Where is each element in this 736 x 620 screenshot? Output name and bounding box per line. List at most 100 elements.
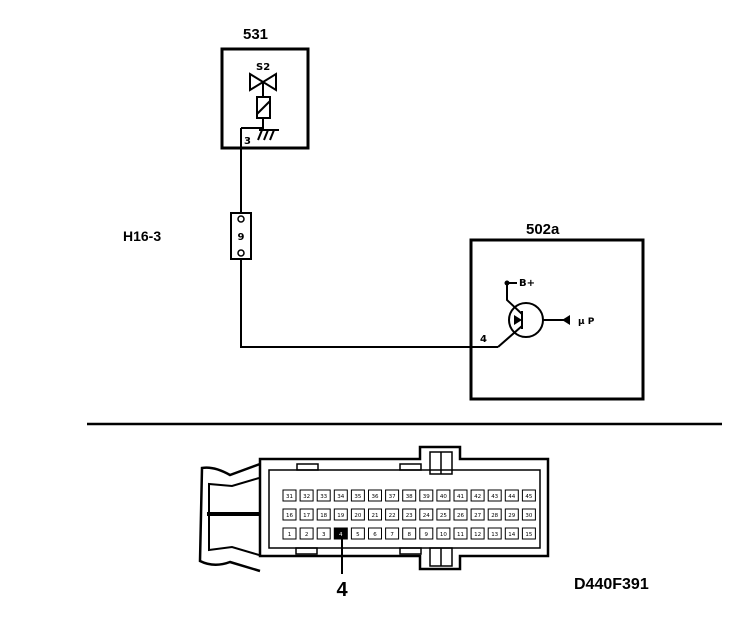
- connector-pin-38: 38: [402, 489, 417, 502]
- connector-pin-label: 36: [372, 494, 379, 500]
- ground-symbol-icon: [257, 129, 279, 141]
- module-502a-label: 502a: [526, 221, 560, 238]
- valve-symbol-icon: [249, 72, 277, 119]
- connector-pin-34: 34: [333, 489, 348, 502]
- connector-pin-label: 39: [423, 494, 430, 500]
- connector-pin-28: 28: [487, 508, 502, 521]
- connector-pin-39: 39: [419, 489, 434, 502]
- connector-pin-10: 10: [436, 527, 451, 540]
- transistor-emitter-arrow: [514, 315, 522, 325]
- connector-pin-label: 12: [474, 532, 481, 538]
- connector-pin-label: 8: [407, 532, 411, 538]
- connector-pin-36: 36: [368, 489, 382, 502]
- connector-pin-8: 8: [402, 527, 417, 540]
- connector-pin-label: 43: [491, 494, 498, 500]
- connector-pin-label: 11: [457, 532, 464, 538]
- connector-pin-21: 21: [368, 508, 382, 521]
- figure-code: D440F391: [574, 576, 649, 593]
- connector-pin-32: 32: [299, 489, 314, 502]
- connector-pin-label: 10: [440, 532, 447, 538]
- connector-pin-31: 31: [282, 489, 297, 502]
- connector-pin-label: 9: [425, 532, 429, 538]
- connector-pin-17: 17: [299, 508, 314, 521]
- connector-pin-41: 41: [453, 489, 468, 502]
- connector-pin-label: 26: [457, 513, 464, 519]
- connector-pin-label: 45: [525, 494, 532, 500]
- connector-pin-15: 15: [521, 527, 536, 540]
- connector-pin-14: 14: [504, 527, 519, 540]
- connector-pin-label: 3: [322, 532, 326, 538]
- connector-pin-label: 35: [354, 494, 361, 500]
- connector-pin-13: 13: [487, 527, 502, 540]
- connector-h16-bottom-pin: [237, 249, 245, 257]
- connector-pin-20: 20: [350, 508, 365, 521]
- connector-pin-label: 41: [457, 494, 464, 500]
- connector-pin-label: 23: [406, 513, 413, 519]
- connector-pin-44: 44: [504, 489, 519, 502]
- connector-pin-6: 6: [368, 527, 382, 540]
- connector-pin-5: 5: [350, 527, 365, 540]
- connector-pin-label: 7: [390, 532, 394, 538]
- connector-pin-label: 22: [389, 513, 396, 519]
- connector-pin-label: 32: [303, 494, 310, 500]
- connector-pin-label: 19: [337, 513, 344, 519]
- connector-h16-label: H16-3: [123, 228, 161, 244]
- connector-pin-29: 29: [504, 508, 519, 521]
- connector-pin-label: 44: [508, 494, 515, 500]
- connector-pin-19: 19: [333, 508, 348, 521]
- connector-pin-label: 1: [288, 532, 292, 538]
- connector-pin-label: 5: [356, 532, 360, 538]
- connector-pin-40: 40: [436, 489, 451, 502]
- connector-pin-label: 37: [389, 494, 396, 500]
- connector-pin-label: 14: [508, 532, 515, 538]
- component-531-box: [220, 47, 310, 150]
- connector-pin-label: 42: [474, 494, 481, 500]
- connector-pin-30: 30: [521, 508, 536, 521]
- connector-pin-label: 21: [372, 513, 379, 519]
- module-supply-label: B+: [519, 278, 535, 289]
- connector-pin-label: 30: [525, 513, 532, 519]
- connector-pin-9: 9: [419, 527, 434, 540]
- connector-pin-label: 13: [491, 532, 498, 538]
- connector-pin-label: 31: [286, 494, 293, 500]
- component-531-label: 531: [243, 26, 268, 43]
- connector-pin-2: 2: [299, 527, 314, 540]
- connector-pin-3: 3: [316, 527, 331, 540]
- connector-pin-label: 28: [491, 513, 498, 519]
- connector-pin-label: 27: [474, 513, 481, 519]
- connector-pin-label: 18: [320, 513, 327, 519]
- connector-pin-23: 23: [402, 508, 417, 521]
- pin-callout-label: 4: [336, 579, 348, 601]
- connector-pin-12: 12: [470, 527, 485, 540]
- transistor-symbol-icon: [497, 283, 568, 348]
- connector-pin-label: 29: [508, 513, 515, 519]
- connector-face-view: [198, 445, 550, 573]
- connector-pin-27: 27: [470, 508, 485, 521]
- connector-pin-25: 25: [436, 508, 451, 521]
- connector-pin-label: 16: [286, 513, 293, 519]
- connector-pin-1: 1: [282, 527, 297, 540]
- module-502a-pin-label: 4: [480, 334, 487, 345]
- connector-pin-45: 45: [521, 489, 536, 502]
- connector-pin-35: 35: [350, 489, 365, 502]
- connector-pin-24: 24: [419, 508, 434, 521]
- module-502a-box: [469, 238, 645, 401]
- connector-pin-7: 7: [385, 527, 400, 540]
- connector-pin-22: 22: [385, 508, 400, 521]
- connector-pin-33: 33: [316, 489, 331, 502]
- connector-pin-label: 15: [525, 532, 532, 538]
- connector-pin-label: 6: [373, 532, 377, 538]
- module-control-label: µ P: [578, 317, 595, 327]
- connector-pin-26: 26: [453, 508, 468, 521]
- connector-pin-42: 42: [470, 489, 485, 502]
- connector-h16-pin-label: 9: [238, 232, 245, 243]
- switch-to-pin3-wire: [241, 118, 264, 129]
- component-531-pin-label: 3: [244, 136, 251, 147]
- connector-pin-label: 25: [440, 513, 447, 519]
- connector-pin-43: 43: [487, 489, 502, 502]
- connector-pin-label: 34: [337, 494, 344, 500]
- connector-h16-top-pin: [237, 215, 245, 223]
- connector-pin-11: 11: [453, 527, 468, 540]
